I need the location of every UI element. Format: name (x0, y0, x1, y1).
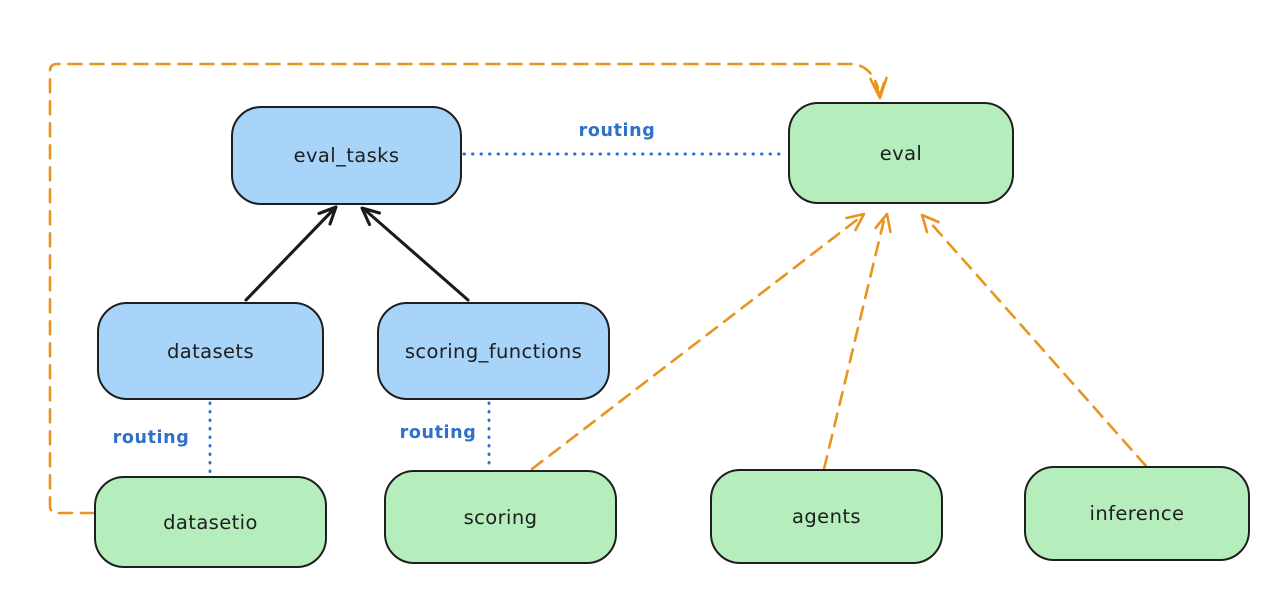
node-scoring: scoring (384, 470, 617, 564)
node-label: scoring (463, 505, 538, 529)
arrowhead (874, 212, 892, 234)
edge-datasetio-to-eval (48, 62, 888, 515)
node-label: eval_tasks (293, 144, 400, 167)
edge-label-routing-datasets-datasetio: routing (112, 428, 190, 448)
node-inference: inference (1024, 466, 1250, 561)
node-agents: agents (710, 469, 943, 564)
node-scoring-functions: scoring_functions (377, 302, 610, 400)
arrowhead (317, 205, 338, 226)
node-eval: eval (788, 102, 1014, 204)
node-label: agents (792, 505, 861, 528)
arrowhead (920, 213, 940, 234)
node-datasetio: datasetio (94, 476, 327, 568)
arrowhead (360, 206, 382, 227)
arrowhead (873, 81, 886, 97)
node-label: datasets (166, 339, 255, 363)
edge-agents-to-eval (822, 212, 892, 471)
edge-datasets-to-eval-tasks (244, 205, 338, 302)
arrowhead (845, 212, 866, 232)
edge-label-routing-eval-tasks-eval: routing (578, 121, 656, 141)
edge-inference-to-eval (920, 213, 1148, 468)
node-eval-tasks: eval_tasks (231, 106, 462, 205)
edge-scoring-to-eval (530, 212, 866, 471)
node-label: eval (879, 141, 923, 165)
node-label: inference (1089, 502, 1185, 525)
node-label: datasetio (163, 510, 258, 534)
node-label: scoring_functions (404, 339, 583, 363)
edge-label-routing-scoring-functions-scoring: routing (399, 423, 477, 443)
edge-scoring-functions-to-eval-tasks (360, 206, 470, 302)
node-datasets: datasets (97, 302, 324, 400)
